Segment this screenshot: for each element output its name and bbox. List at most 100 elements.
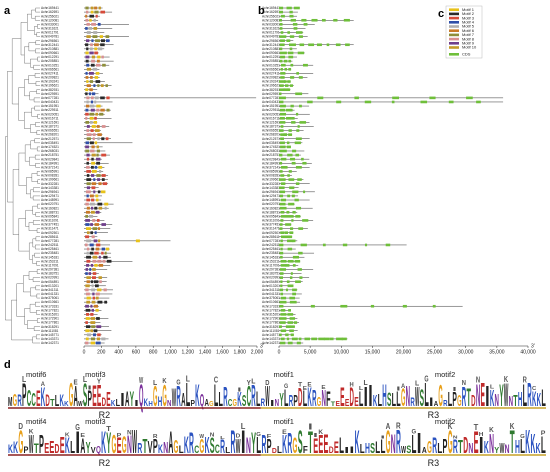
- motif-box: [85, 149, 90, 153]
- cds-box: [279, 141, 285, 145]
- cds-box: [354, 96, 359, 100]
- cds-box: [303, 190, 306, 194]
- gene-label: Achn296561: [262, 39, 280, 43]
- cds-box: [280, 272, 284, 275]
- gene-label: Achn066561: [262, 67, 280, 71]
- logo-letter-minor: G: [176, 378, 181, 387]
- motif-box: [86, 194, 89, 198]
- motif-box: [85, 92, 88, 96]
- logo-letter: L: [378, 390, 382, 410]
- gene-label: Achn095841: [262, 214, 280, 218]
- motif-box: [90, 210, 95, 214]
- logo-letter: N: [391, 429, 396, 459]
- tick-label: 25,000: [427, 350, 443, 356]
- motif-box: [94, 6, 98, 10]
- cds-box: [364, 100, 372, 104]
- gene-label: Achn169441: [41, 6, 59, 10]
- logo-letter: P: [153, 436, 158, 458]
- cds-box: [279, 190, 286, 194]
- cds-box: [343, 18, 350, 22]
- motif-label: motif2: [435, 370, 455, 379]
- cds-box: [280, 239, 283, 243]
- logo-letter-minor: Y: [247, 379, 251, 387]
- gene-label: Achn085991: [262, 170, 280, 174]
- cds-box: [280, 264, 287, 267]
- logo-letter: L: [520, 436, 525, 458]
- motif-box: [89, 120, 93, 124]
- logo-letter-minor: E: [321, 385, 325, 391]
- tree-branch: [28, 271, 38, 280]
- motif-box: [100, 96, 105, 100]
- cds-box: [279, 341, 286, 345]
- cds-box: [286, 117, 292, 120]
- cds-box: [279, 121, 286, 124]
- motif-box: [89, 104, 95, 108]
- cds-box: [333, 18, 338, 22]
- cds-box: [279, 6, 284, 10]
- motif-box: [86, 31, 91, 34]
- gene-label: Achn142371: [262, 341, 280, 345]
- motif-box: [90, 321, 96, 324]
- logo-letter: E: [340, 382, 344, 412]
- motif-box: [85, 120, 90, 124]
- logo-letter: E: [335, 400, 340, 408]
- logo-letter: A: [125, 388, 129, 411]
- gene-label: Achn315201: [41, 313, 59, 317]
- motif-box: [103, 255, 108, 259]
- gene-label: Achn318291: [41, 325, 59, 329]
- cds-box: [288, 202, 295, 206]
- motif-distribution-panel: [84, 6, 257, 345]
- cds-box: [279, 317, 287, 320]
- logo-letter: N: [495, 391, 499, 410]
- logo-letter: C: [215, 443, 220, 456]
- gene-label: Achn375061: [41, 296, 59, 300]
- motif-box: [94, 51, 98, 55]
- motif-box: [94, 43, 99, 47]
- logo-letter: K: [64, 399, 69, 408]
- logo-letter-minor: P: [117, 433, 122, 439]
- motif-box: [95, 14, 98, 18]
- logo-letter: D: [55, 441, 60, 456]
- cds-box: [280, 329, 287, 333]
- gene-label: Achn008281: [262, 174, 280, 178]
- gene-label: Achn173331: [41, 304, 59, 308]
- cds-box: [280, 292, 284, 296]
- logo-letter-minor: G: [75, 423, 80, 432]
- motif-box: [86, 276, 91, 280]
- logo-letter: G: [18, 424, 23, 460]
- motif-box: [105, 247, 110, 251]
- motif-box: [96, 174, 101, 177]
- motif-box: [85, 51, 89, 55]
- cds-box: [287, 341, 293, 345]
- motif-box: [99, 112, 104, 116]
- logo-letter-minor: Y: [97, 376, 101, 385]
- logo-letter: L: [360, 442, 365, 456]
- cds-box: [279, 223, 283, 226]
- motif-box: [94, 223, 99, 226]
- cds-box: [289, 43, 296, 47]
- logo-letter: E: [313, 433, 318, 458]
- tree-branch: [36, 261, 40, 266]
- motif-box: [92, 268, 96, 271]
- cds-box: [299, 43, 305, 47]
- motif-box: [102, 259, 106, 263]
- logo-letter-minor: L: [251, 377, 256, 386]
- logo-letter: T: [308, 424, 313, 460]
- motif-box: [90, 129, 94, 132]
- cds-box: [280, 219, 284, 222]
- panel-letter-d: d: [4, 359, 11, 371]
- cds-box: [288, 309, 291, 312]
- logo-letter: R: [287, 428, 292, 460]
- logo-letter: K: [144, 397, 148, 409]
- motif-box: [91, 198, 95, 202]
- cds-box: [290, 76, 295, 79]
- motif-box: [91, 157, 94, 161]
- motif-box: [101, 125, 106, 128]
- cds-box: [290, 333, 294, 337]
- motif-box: [90, 174, 95, 177]
- motif-box: [86, 125, 90, 128]
- logo-letter: K: [59, 392, 64, 410]
- cds-box: [287, 284, 294, 288]
- motif-box: [105, 39, 110, 43]
